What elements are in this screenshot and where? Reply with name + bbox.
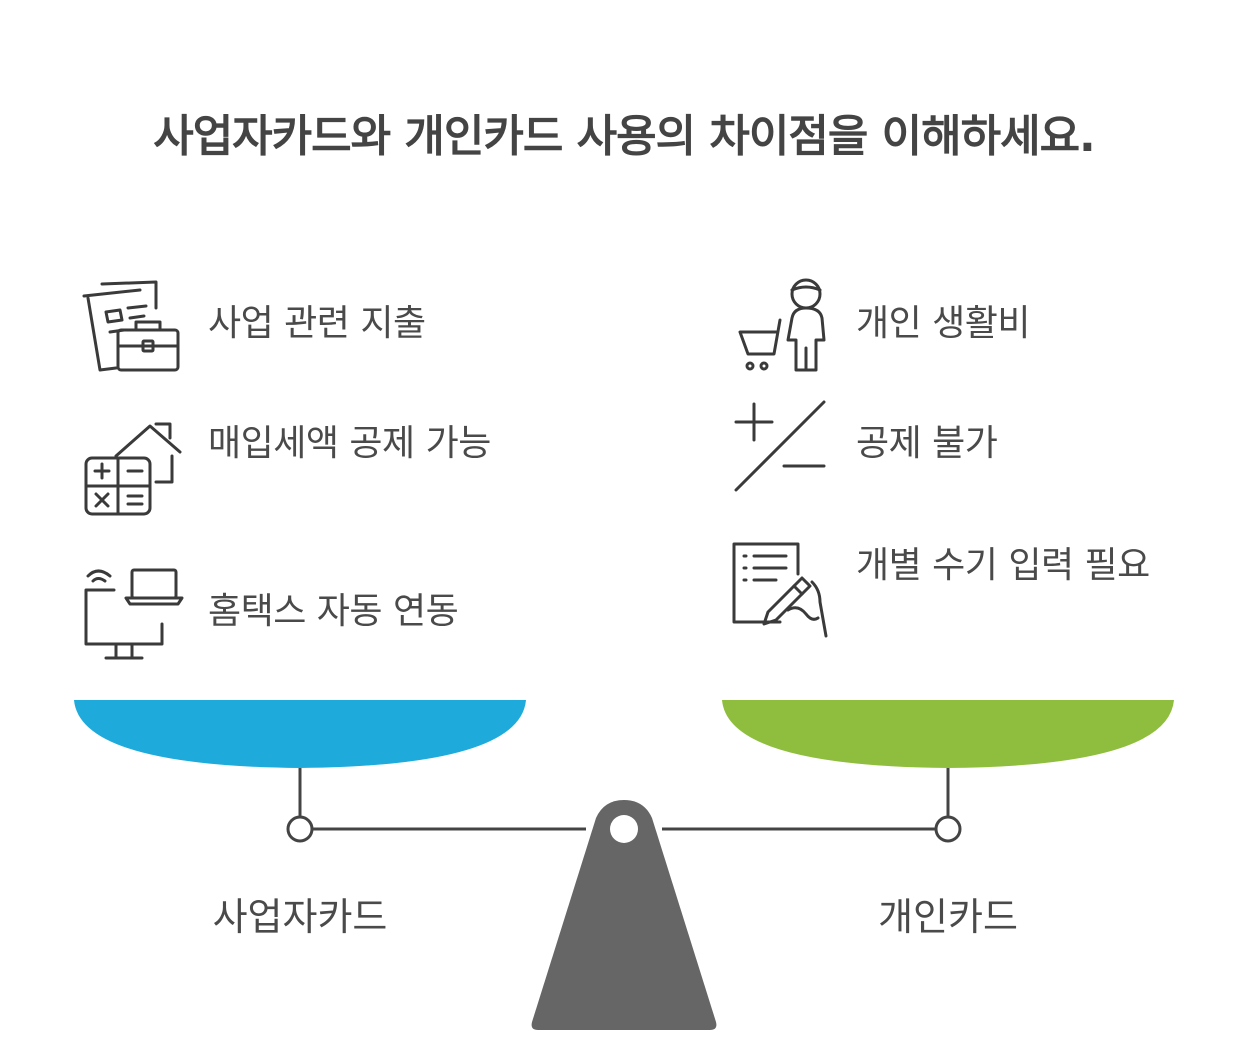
right-side-label: 개인카드 <box>878 895 1018 939</box>
shopping-person-icon <box>728 274 832 378</box>
left-pan <box>74 700 526 768</box>
hometax-computer-sync-icon <box>80 562 184 666</box>
right-pan <box>722 700 1174 768</box>
right-item-3: 개별 수기 입력 필요 <box>856 545 1150 586</box>
left-side-label: 사업자카드 <box>212 895 388 939</box>
left-item-1: 사업 관련 지출 <box>208 303 426 344</box>
left-item-3: 홈택스 자동 연동 <box>208 591 459 632</box>
right-pivot <box>934 815 962 843</box>
left-pivot <box>286 815 314 843</box>
fulcrum <box>531 800 717 1030</box>
tax-calculator-house-icon <box>80 416 184 520</box>
left-item-2: 매입세액 공제 가능 <box>208 423 491 464</box>
right-item-2: 공제 불가 <box>856 423 998 464</box>
right-item-1: 개인 생활비 <box>856 303 1031 344</box>
fulcrum-hole <box>610 815 638 843</box>
business-expense-icon <box>80 278 184 376</box>
plus-minus-icon <box>728 396 832 496</box>
handwritten-document-icon <box>728 538 832 642</box>
page-title: 사업자카드와 개인카드 사용의 차이점을 이해하세요. <box>153 111 1096 162</box>
